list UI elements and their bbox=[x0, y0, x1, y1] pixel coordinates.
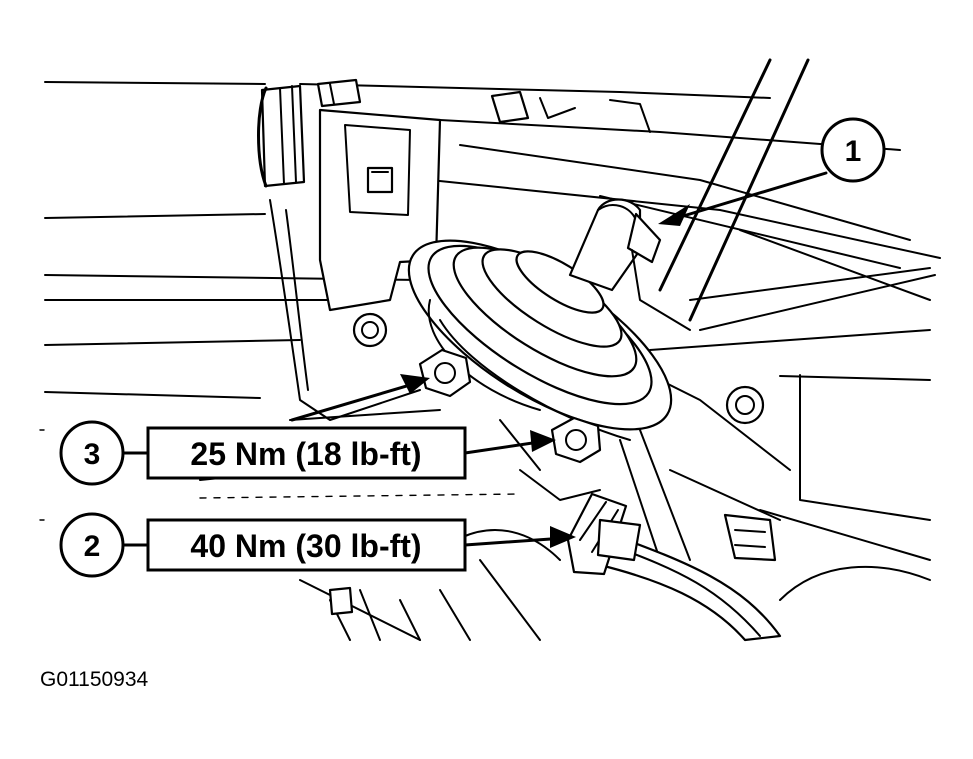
torque-box-3: 25 Nm (18 lb-ft) bbox=[146, 426, 467, 480]
leader-lines bbox=[121, 171, 828, 548]
engine-background-lines bbox=[39, 58, 941, 641]
bolt-icon bbox=[418, 348, 472, 398]
callout-number: 1 bbox=[845, 135, 862, 168]
torque-label: 25 Nm (18 lb-ft) bbox=[190, 436, 421, 472]
callout-2: 2 bbox=[59, 512, 125, 578]
vacuum-hose-icon bbox=[568, 198, 691, 331]
callout-1: 1 bbox=[820, 117, 886, 183]
torque-box-2: 40 Nm (30 lb-ft) bbox=[146, 518, 467, 572]
torque-label: 40 Nm (30 lb-ft) bbox=[190, 528, 421, 564]
bolt-icon bbox=[550, 416, 602, 464]
callout-number: 3 bbox=[84, 438, 101, 471]
egr-valve-icon bbox=[407, 239, 673, 441]
callout-3: 3 bbox=[59, 420, 125, 486]
figure-id: G01150934 bbox=[40, 668, 149, 691]
tube-nut-icon bbox=[566, 492, 782, 642]
callout-number: 2 bbox=[84, 530, 101, 563]
